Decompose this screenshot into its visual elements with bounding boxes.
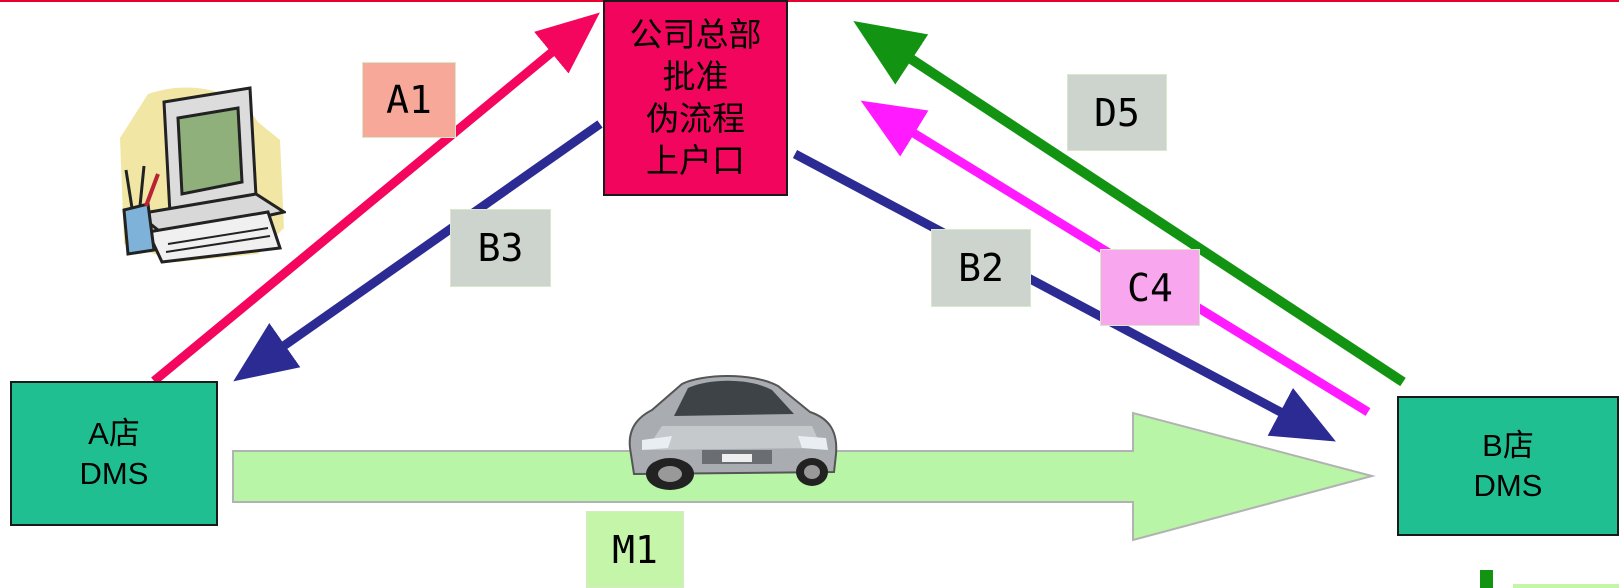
computer-clipart <box>120 86 286 264</box>
step-tag-a1: A1 <box>362 62 456 138</box>
store-a-line-1: A店 <box>88 415 140 451</box>
arrow-a1 <box>151 12 600 385</box>
top-rule <box>0 0 1619 2</box>
arrow-b3 <box>233 120 603 382</box>
hq-line-2: 批准 <box>662 57 729 96</box>
cropped-legend-fragment <box>1480 570 1619 588</box>
step-tag-b2: B2 <box>931 229 1031 307</box>
store-b-dms-box: B店 DMS <box>1397 396 1619 536</box>
store-a-dms-box: A店 DMS <box>10 381 218 526</box>
store-b-line-1: B店 <box>1482 428 1534 463</box>
car-image <box>628 375 838 490</box>
step-tag-b3: B3 <box>450 209 551 287</box>
store-b-line-2: DMS <box>1473 468 1543 503</box>
store-a-line-2: DMS <box>79 455 149 491</box>
arrow-d5 <box>853 21 1406 387</box>
step-tag-m1: M1 <box>586 511 684 588</box>
hq-line-3: 伪流程 <box>646 99 745 138</box>
hq-line-1: 公司总部 <box>629 15 762 54</box>
step-tag-d5: D5 <box>1067 74 1167 151</box>
hq-approval-box: 公司总部 批准 伪流程 上户口 <box>603 0 788 196</box>
step-tag-c4: C4 <box>1100 249 1200 326</box>
hq-line-4: 上户口 <box>646 141 745 180</box>
arrow-b2 <box>792 150 1336 442</box>
